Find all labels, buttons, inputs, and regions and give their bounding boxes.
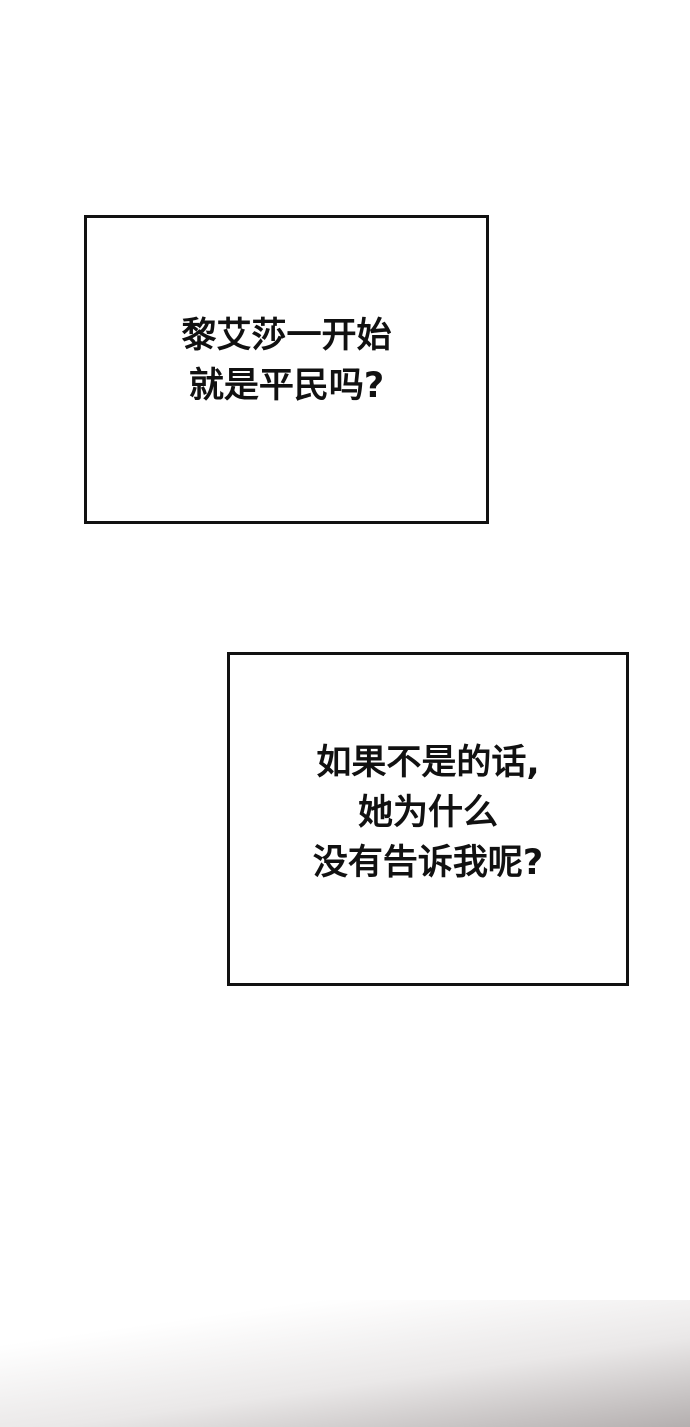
caption-line: 如果不是的话, <box>316 743 540 783</box>
caption-line: 她为什么 <box>357 793 498 833</box>
caption-box-2: 如果不是的话, 她为什么 没有告诉我呢? <box>227 652 629 986</box>
caption-line: 黎艾莎一开始 <box>181 315 392 356</box>
bottom-shadow-gradient <box>0 1300 690 1427</box>
caption-box-1: 黎艾莎一开始 就是平民吗? <box>84 215 489 524</box>
caption-line: 没有告诉我呢? <box>312 843 544 883</box>
caption-line: 就是平民吗? <box>188 365 385 406</box>
